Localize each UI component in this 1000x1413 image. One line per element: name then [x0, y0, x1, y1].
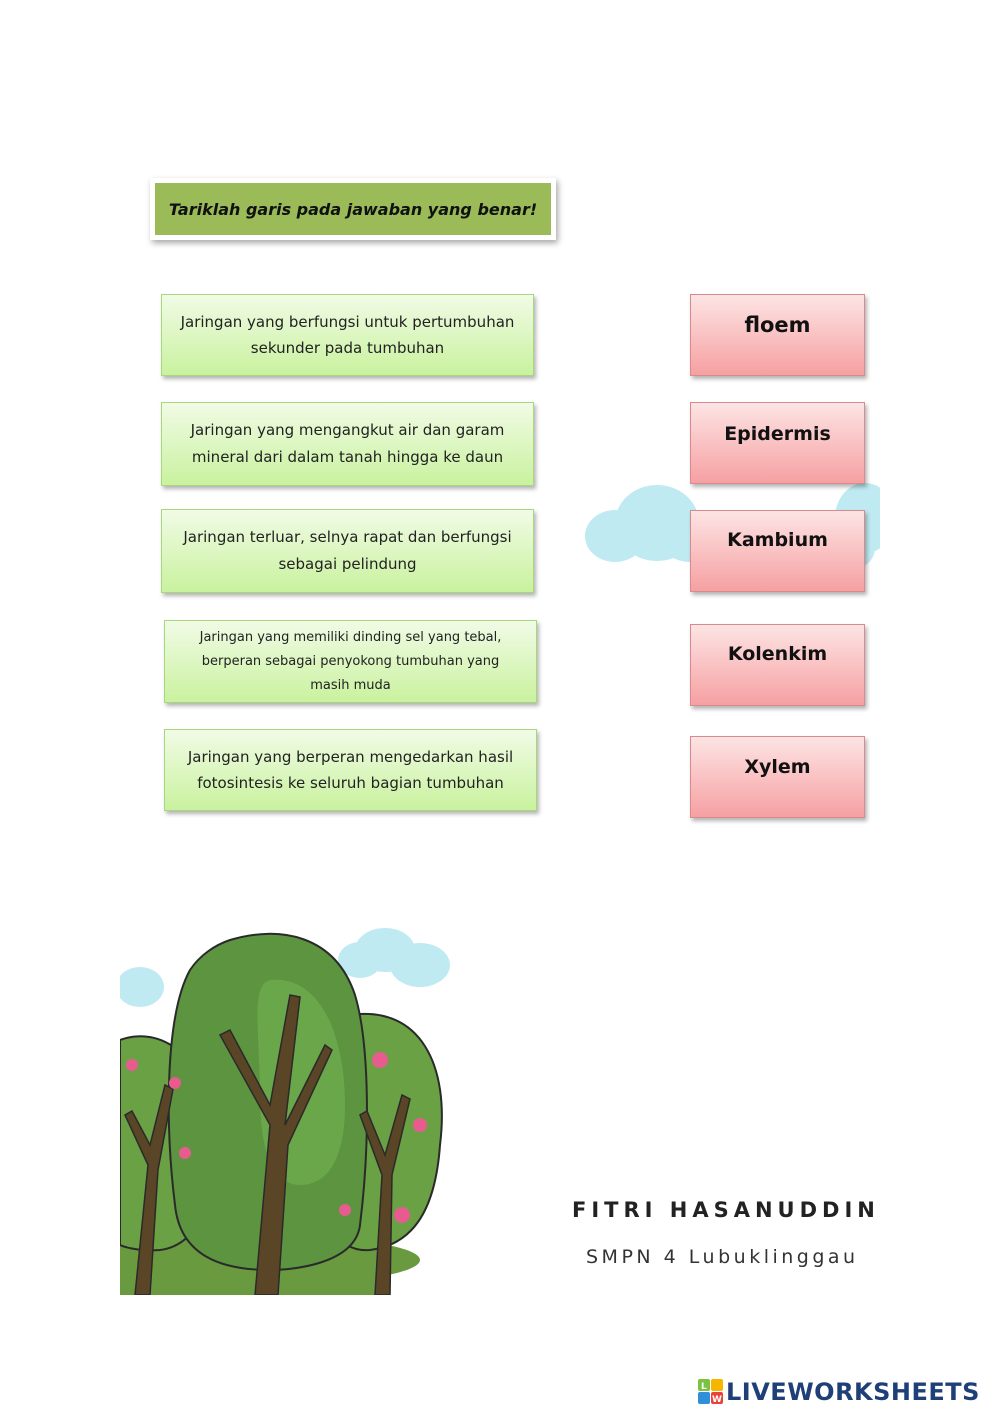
trees-illustration: [120, 928, 450, 1295]
answer-label-xylem: Xylem: [744, 756, 811, 778]
answer-box-kambium[interactable]: Kambium: [690, 510, 865, 592]
question-5-line-1: Jaringan yang berperan mengedarkan hasil: [187, 748, 514, 766]
question-4-line-2: berperan sebagai penyokong tumbuhan yang: [201, 653, 500, 669]
question-box-5[interactable]: Jaringan yang berperan mengedarkan hasil…: [164, 729, 537, 811]
question-5-line-2: fotosintesis ke seluruh bagian tumbuhan: [197, 774, 504, 792]
answer-box-kolenkim[interactable]: Kolenkim: [690, 624, 865, 706]
answer-label-epidermis: Epidermis: [724, 423, 831, 445]
logo-letter-w: W: [712, 1395, 722, 1405]
liveworksheets-brand: L W LIVEWORKSHEETS: [698, 1378, 980, 1406]
question-1-line-1: Jaringan yang berfungsi untuk pertumbuha…: [180, 313, 515, 331]
answer-label-kolenkim: Kolenkim: [727, 643, 828, 665]
school-name: SMPN 4 Lubuklinggau: [586, 1246, 859, 1268]
author-name: FITRI HASANUDDIN: [572, 1198, 880, 1222]
question-box-3[interactable]: Jaringan terluar, selnya rapat dan berfu…: [161, 509, 534, 593]
logo-letter-l: L: [701, 1382, 707, 1392]
instruction-banner: Tariklah garis pada jawaban yang benar!: [150, 178, 556, 240]
question-box-1[interactable]: Jaringan yang berfungsi untuk pertumbuha…: [161, 294, 534, 376]
question-2-line-2: mineral dari dalam tanah hingga ke daun: [191, 448, 504, 466]
answer-box-xylem[interactable]: Xylem: [690, 736, 865, 818]
question-1-line-2: sekunder pada tumbuhan: [250, 339, 445, 357]
question-box-2[interactable]: Jaringan yang mengangkut air dan garam mi…: [161, 402, 534, 486]
question-4-line-1: Jaringan yang memiliki dinding sel yang …: [199, 629, 502, 645]
question-3-line-1: Jaringan terluar, selnya rapat dan berfu…: [183, 528, 512, 546]
question-4-line-3: masih muda: [310, 677, 391, 693]
answer-box-epidermis[interactable]: Epidermis: [690, 402, 865, 484]
answer-label-kambium: Kambium: [727, 529, 828, 551]
instruction-text: Tariklah garis pada jawaban yang benar!: [155, 183, 551, 235]
question-box-4[interactable]: Jaringan yang memiliki dinding sel yang …: [164, 620, 537, 703]
liveworksheets-logo-icon: L W: [698, 1379, 723, 1405]
liveworksheets-wordmark: LIVEWORKSHEETS: [726, 1378, 980, 1406]
question-3-line-2: sebagai pelindung: [278, 555, 417, 573]
answer-label-floem: floem: [744, 313, 811, 337]
question-2-line-1: Jaringan yang mengangkut air dan garam: [190, 421, 505, 439]
answer-box-floem[interactable]: floem: [690, 294, 865, 376]
